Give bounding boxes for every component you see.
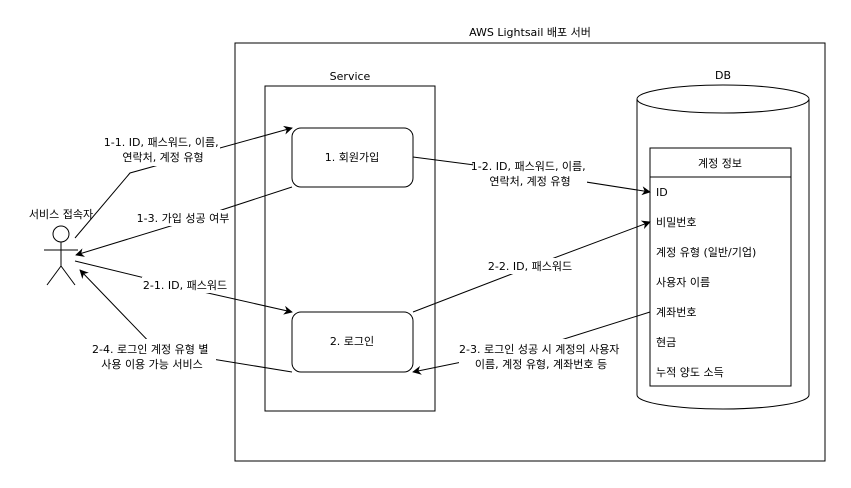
service-title: Service <box>330 70 371 83</box>
account-field: 계정 유형 (일반/기업) <box>656 245 756 259</box>
flow-label-1-3: 1-3. 가입 성공 여부 <box>133 210 233 226</box>
login-label: 2. 로그인 <box>330 335 374 348</box>
svg-text:2-2. ID, 패스워드: 2-2. ID, 패스워드 <box>488 260 572 273</box>
flow-label-1-2: 1-2. ID, 패스워드, 이름, 연락처, 계정 유형 <box>471 156 589 190</box>
account-field: 누적 양도 소득 <box>656 366 724 379</box>
account-field: 현금 <box>656 336 676 349</box>
flow-label-1-1: 1-1. ID, 패스워드, 이름, 연락처, 계정 유형 <box>104 132 222 166</box>
account-table <box>649 147 792 387</box>
server-title: AWS Lightsail 배포 서버 <box>469 26 591 39</box>
svg-text:1-1. ID, 패스워드, 이름, 연락처,: 1-1. ID, 패스워드, 이름, 연락처, 계정 유형 <box>104 136 222 164</box>
flow-label-2-3: 2-3. 로그인 성공 시 계정의 사용자 이름, 계정 유형, 계좌번호 등 <box>459 339 623 373</box>
account-field: 비밀번호 <box>656 216 696 229</box>
svg-text:1-3. 가입 성공 여부: 1-3. 가입 성공 여부 <box>137 212 230 225</box>
db-title: DB <box>715 69 731 82</box>
svg-text:2-3. 로그인 성공 시 계정의 사용자 이름: 2-3. 로그인 성공 시 계정의 사용자 이름, 계정 유형, 계좌번호 등 <box>459 343 623 371</box>
account-field: 사용자 이름 <box>656 276 710 289</box>
actor-label: 서비스 접속자 <box>29 208 93 221</box>
svg-text:2-1. ID, 패스워드: 2-1. ID, 패스워드 <box>143 279 227 292</box>
account-field: 계좌번호 <box>656 306 696 319</box>
svg-text:1-2. ID, 패스워드, 이름, 연락처,: 1-2. ID, 패스워드, 이름, 연락처, 계정 유형 <box>471 160 589 188</box>
svg-text:2-4. 로그인 계정 유형 별 사용 이용 가: 2-4. 로그인 계정 유형 별 사용 이용 가능 서비스 <box>92 343 212 371</box>
flow-label-2-1: 2-1. ID, 패스워드 <box>142 277 228 293</box>
arrow-1-1 <box>74 125 293 239</box>
account-table-header: 계정 정보 <box>698 157 742 170</box>
flow-label-2-4: 2-4. 로그인 계정 유형 별 사용 이용 가능 서비스 <box>88 339 216 373</box>
login-box <box>291 311 414 373</box>
user-actor-icon <box>44 225 78 286</box>
account-field: ID <box>656 186 668 199</box>
flow-label-2-2: 2-2. ID, 패스워드 <box>487 258 573 274</box>
signup-label: 1. 회원가입 <box>325 151 379 164</box>
